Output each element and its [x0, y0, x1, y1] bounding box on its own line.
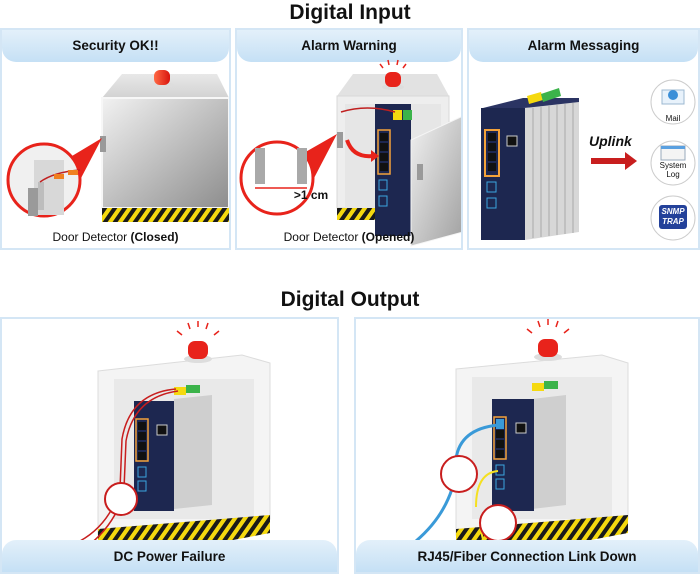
caption-state: (Closed)	[130, 230, 179, 244]
switch-icon	[481, 88, 579, 240]
caption-text: Door Detector	[283, 230, 362, 244]
door-sensor-icon	[100, 136, 106, 152]
alarm-messaging-illustration	[481, 79, 696, 241]
panel-heading: RJ45/Fiber Connection Link Down	[356, 540, 698, 572]
gap-label: >1 cm	[293, 188, 329, 202]
broken-ethernet-cable-icon	[415, 423, 499, 543]
panel-link-down: RJ45/Fiber Connection Link Down	[354, 317, 700, 574]
panel-alarm-messaging: Alarm Messaging	[467, 28, 700, 250]
mail-icon	[650, 79, 696, 125]
switch-icon	[134, 385, 212, 511]
panel-security-ok: Security OK!!	[0, 28, 231, 250]
magnifier-circle-icon	[440, 455, 478, 493]
switch-icon	[492, 381, 566, 511]
snmp-trap-label: SNMP TRAP	[653, 207, 693, 227]
alarm-warning-illustration	[239, 59, 461, 247]
alarm-beacon-icon	[526, 319, 570, 361]
alarm-beacon-icon	[150, 70, 174, 88]
switch-icon	[375, 104, 412, 236]
security-ok-illustration	[6, 70, 229, 222]
panel-dc-power-failure: DC Power Failure	[0, 317, 339, 574]
system-log-icon	[650, 140, 696, 186]
alarm-beacon-icon	[176, 321, 220, 363]
uplink-arrow-icon	[591, 152, 637, 170]
uplink-label: Uplink	[589, 133, 632, 149]
panel-heading: DC Power Failure	[2, 540, 337, 572]
caption-text: Door Detector	[52, 230, 131, 244]
mail-label: Mail	[665, 114, 681, 123]
panel-heading: Security OK!!	[2, 30, 229, 62]
panel-heading: Alarm Messaging	[469, 30, 698, 62]
panel-heading: Alarm Warning	[237, 30, 461, 62]
open-door-icon	[410, 116, 461, 247]
cabinet-icon	[101, 74, 229, 222]
link-down-illustration	[415, 319, 629, 570]
digital-input-title: Digital Input	[289, 1, 411, 24]
magnifier-circle-icon	[239, 134, 337, 216]
system-log-line2: Log	[666, 170, 680, 179]
magnifier-circle-icon	[479, 504, 517, 542]
snmp-trap-icon	[650, 195, 696, 241]
door-detector-caption: Door Detector (Opened)	[237, 230, 461, 244]
door-detector-caption: Door Detector (Closed)	[2, 230, 229, 244]
system-log-line1: System	[659, 161, 687, 170]
curved-arrow-icon	[345, 139, 374, 159]
alarm-beacon-icon	[379, 59, 407, 90]
digital-output-title: Digital Output	[280, 288, 420, 311]
system-log-label: System Log	[653, 161, 693, 179]
snmp-line1: SNMP	[661, 207, 685, 216]
dc-power-failure-illustration	[79, 321, 271, 559]
caption-state: (Opened)	[361, 230, 415, 244]
panel-alarm-warning: Alarm Warning	[235, 28, 463, 250]
magnifier-circle-icon	[6, 138, 102, 218]
magnifier-circle-icon	[104, 482, 138, 516]
snmp-line2: TRAP	[662, 217, 684, 226]
door-sensor-icon	[337, 132, 343, 148]
